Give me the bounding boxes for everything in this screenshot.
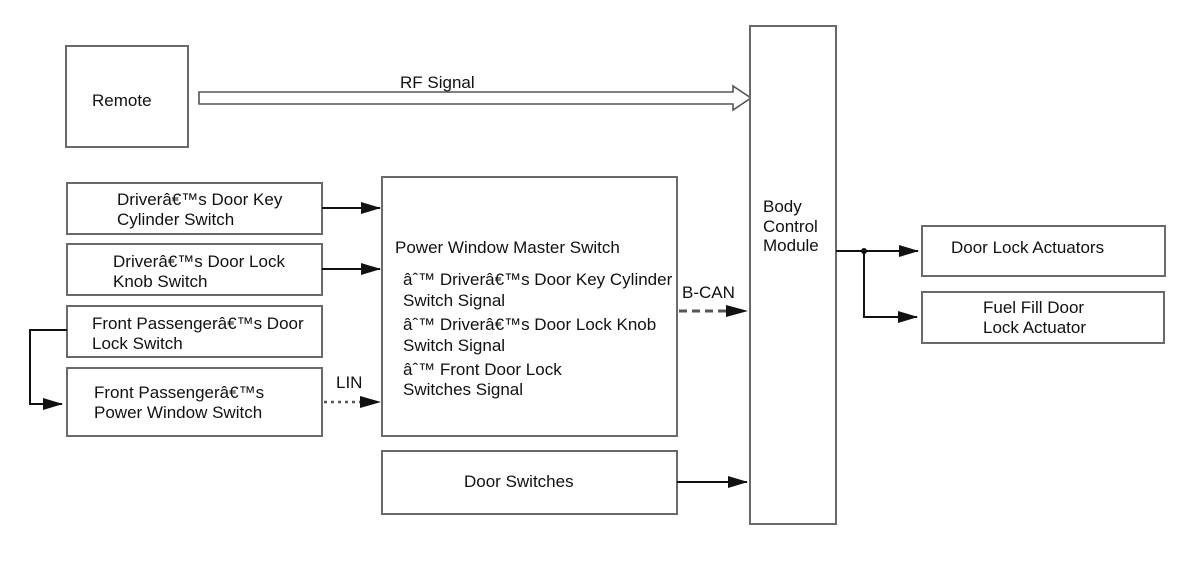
master-switch-line-2: Switch Signal [403,291,505,310]
key-cylinder-label-1: Driverâ€™s Door Key [117,190,283,209]
front-pass-lock-label-2: Lock Switch [92,334,183,353]
fuel-fill-actuator-node: Fuel Fill Door Lock Actuator [921,291,1165,344]
rf-signal-arrow: RF Signal [198,73,753,112]
lin-label: LIN [336,373,362,392]
bcan-arrowhead [726,305,748,317]
front-pass-window-label-2: Power Window Switch [94,403,262,422]
key-cylinder-switch-node: Driverâ€™s Door Key Cylinder Switch [66,182,323,235]
bcm-label-2: Control [763,217,818,236]
rf-signal-label: RF Signal [400,73,475,92]
master-switch-line-4: Switch Signal [403,336,505,355]
master-switch-line-3: âˆ™ Driverâ€™s Door Lock Knob [403,315,656,334]
door-lock-actuators-label: Door Lock Actuators [951,238,1104,257]
master-switch-title: Power Window Master Switch [395,238,620,257]
lock-to-window-connector [29,329,67,410]
front-pass-lock-label-1: Front Passengerâ€™s Door [92,314,304,333]
bcan-label: B-CAN [682,283,735,302]
remote-label: Remote [92,91,152,110]
front-passenger-window-switch-node: Front Passengerâ€™s Power Window Switch [66,367,323,437]
lock-knob-switch-node: Driverâ€™s Door Lock Knob Switch [66,243,323,296]
bcm-label-1: Body [763,197,802,216]
master-switch-line-6: Switches Signal [403,380,523,399]
master-switch-line-5: âˆ™ Front Door Lock [403,360,562,379]
fuel-fill-branch [863,251,918,323]
master-switch-line-1: âˆ™ Driverâ€™s Door Key Cylinder [403,270,673,289]
body-control-module-node: Body Control Module [749,25,837,525]
key-cylinder-label-2: Cylinder Switch [117,210,234,229]
fuel-fill-label-2: Lock Actuator [983,318,1086,337]
fuel-fill-label-1: Fuel Fill Door [983,298,1084,317]
front-pass-window-label-1: Front Passengerâ€™s [94,383,264,402]
front-passenger-lock-switch-node: Front Passengerâ€™s Door Lock Switch [66,305,323,358]
lock-knob-label-1: Driverâ€™s Door Lock [113,252,285,271]
lin-arrowhead [360,396,381,408]
remote-node: Remote [65,45,189,148]
door-switches-node: Door Switches [381,450,678,515]
door-switches-label: Door Switches [464,472,574,491]
lock-knob-label-2: Knob Switch [113,272,208,291]
power-window-master-switch-node: Power Window Master Switch âˆ™ Driverâ€™… [381,176,678,437]
door-lock-actuators-node: Door Lock Actuators [921,225,1166,277]
bcm-label-3: Module [763,236,819,255]
